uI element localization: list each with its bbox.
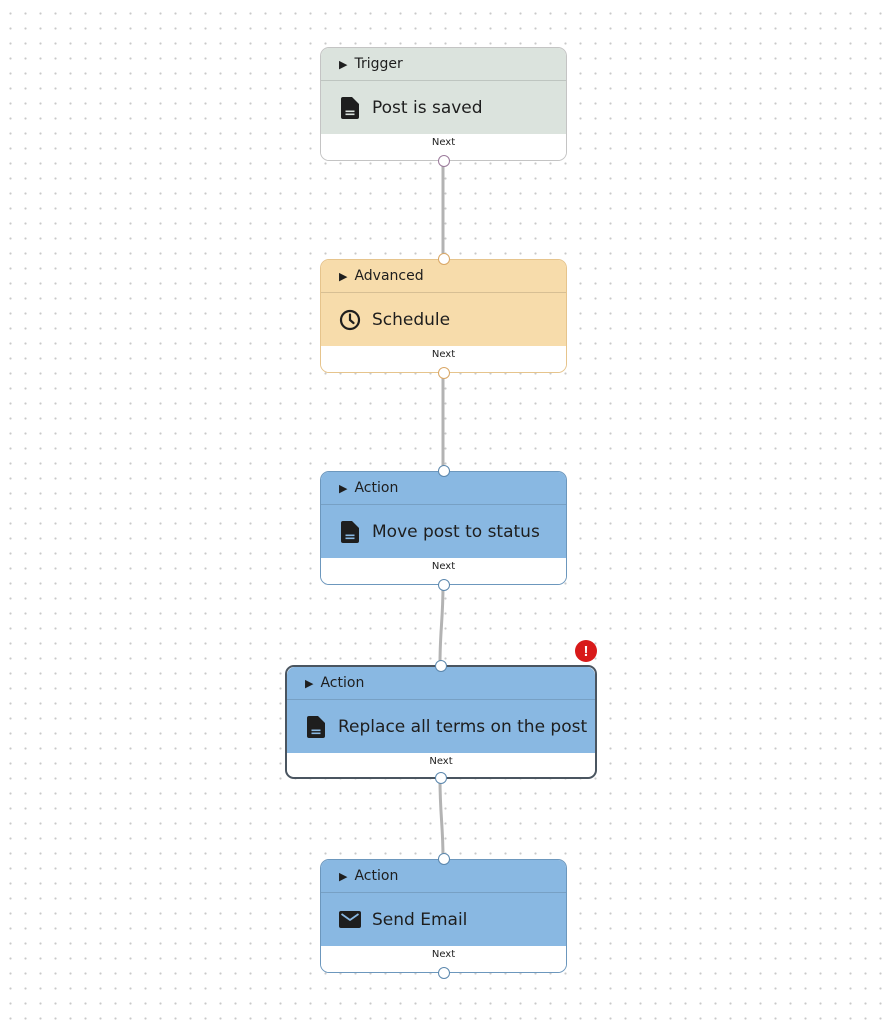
output-port[interactable] — [437, 367, 450, 379]
node-title: Move post to status — [372, 521, 540, 542]
node-body[interactable]: Replace all terms on the post — [287, 700, 595, 753]
next-label: Next — [431, 561, 456, 572]
document-icon — [338, 96, 362, 120]
node-body[interactable]: Schedule — [321, 293, 566, 346]
output-port[interactable] — [437, 967, 450, 979]
node-title: Schedule — [372, 309, 451, 330]
node-body[interactable]: Send Email — [321, 893, 566, 946]
send-email-node[interactable]: ▶ Action Send Email Next — [320, 853, 567, 979]
expand-caret-icon[interactable]: ▶ — [305, 676, 314, 690]
node-type-label: Action — [354, 480, 399, 496]
move-post-node[interactable]: ▶ Action Move post to status Next — [320, 465, 567, 591]
expand-caret-icon[interactable]: ▶ — [339, 481, 348, 495]
next-label: Next — [431, 349, 456, 360]
input-port[interactable] — [437, 253, 450, 265]
node-header[interactable]: ▶ Advanced — [321, 260, 566, 293]
expand-caret-icon[interactable]: ▶ — [339, 57, 348, 71]
node-header[interactable]: ▶ Action — [287, 667, 595, 700]
mail-icon — [338, 908, 362, 932]
input-port[interactable] — [435, 660, 447, 672]
node-type-label: Action — [354, 868, 399, 884]
node-body[interactable]: Move post to status — [321, 505, 566, 558]
input-port[interactable] — [437, 465, 450, 477]
node-type-label: Advanced — [354, 268, 424, 284]
output-port[interactable] — [437, 155, 450, 167]
trigger-node[interactable]: ▶ Trigger Post is saved Next — [320, 47, 567, 167]
next-label: Next — [429, 756, 453, 767]
next-label: Next — [431, 949, 456, 960]
node-type-label: Trigger — [354, 56, 403, 72]
node-title: Send Email — [372, 909, 468, 930]
node-title: Post is saved — [372, 97, 483, 118]
output-port[interactable] — [437, 579, 450, 591]
warning-icon[interactable]: ! — [575, 640, 597, 662]
node-body[interactable]: Post is saved — [321, 81, 566, 134]
node-title: Replace all terms on the post — [338, 716, 588, 737]
next-label: Next — [431, 137, 456, 148]
clock-icon — [338, 308, 362, 332]
expand-caret-icon[interactable]: ▶ — [339, 869, 348, 883]
node-header[interactable]: ▶ Action — [321, 860, 566, 893]
edge-replace-to-email — [438, 778, 445, 859]
document-icon — [304, 715, 328, 739]
node-type-label: Action — [320, 675, 365, 691]
replace-terms-node[interactable]: ▶ Action Replace all terms on the post N… — [285, 640, 597, 784]
expand-caret-icon[interactable]: ▶ — [339, 269, 348, 283]
node-header[interactable]: ▶ Action — [321, 472, 566, 505]
input-port[interactable] — [437, 853, 450, 865]
edge-move-to-replace — [438, 584, 445, 665]
node-header[interactable]: ▶ Trigger — [321, 48, 566, 81]
output-port[interactable] — [435, 772, 447, 784]
document-icon — [338, 520, 362, 544]
schedule-node[interactable]: ▶ Advanced Schedule Next — [320, 253, 567, 379]
